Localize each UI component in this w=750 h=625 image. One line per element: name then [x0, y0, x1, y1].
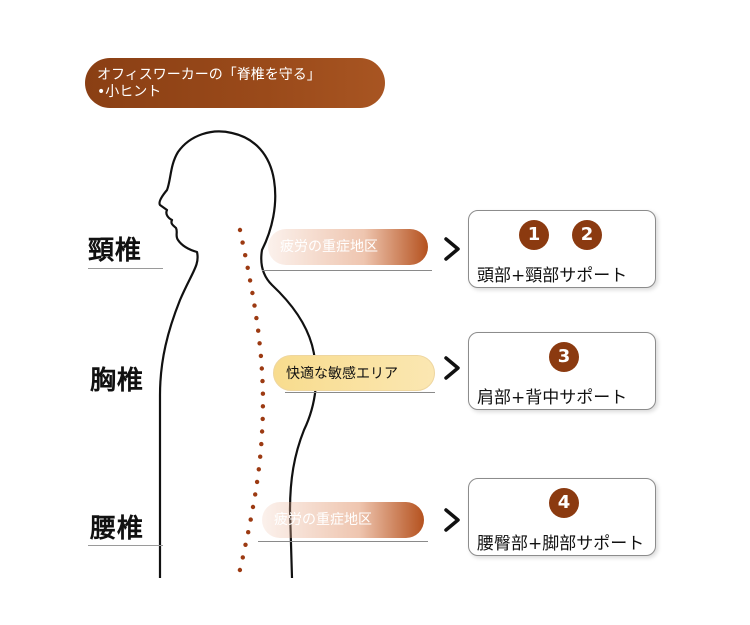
number-badge: 4	[549, 488, 579, 518]
zone-label-cervical: 疲労の重症地区	[280, 239, 378, 255]
support-box-lumbar: 4 腰臀部+脚部サポート	[468, 478, 656, 556]
zone-label-lumbar: 疲労の重症地区	[274, 512, 372, 528]
spine-label-thoracic: 胸椎	[90, 366, 145, 396]
zone-pill-thoracic: 快適な敏感エリア	[273, 355, 435, 391]
number-badge: 3	[549, 342, 579, 372]
spine-dot	[245, 265, 250, 270]
zone-line-cervical	[262, 270, 432, 271]
chevron-right-icon	[444, 356, 460, 380]
spine-dot	[243, 542, 248, 547]
support-text-lumbar: 腰臀部+脚部サポート	[477, 534, 645, 554]
chevron-right-icon	[444, 508, 460, 532]
zone-line-thoracic	[285, 392, 435, 393]
spine-label-lumbar: 腰椎	[90, 514, 145, 544]
spine-dots	[237, 227, 266, 573]
spine-dot	[259, 429, 265, 434]
spine-dot	[254, 315, 259, 321]
spine-dot	[240, 555, 245, 560]
title-line-1: オフィスワーカーの「脊椎を守る」	[97, 67, 321, 83]
spine-dot	[250, 504, 256, 510]
underline-lumbar	[88, 545, 163, 546]
spine-dot	[254, 479, 260, 485]
zone-pill-cervical: 疲労の重症地区	[268, 229, 428, 265]
spine-dot	[247, 278, 253, 283]
spine-dot	[260, 416, 265, 422]
spine-dot	[246, 530, 251, 535]
spine-dot	[240, 240, 245, 245]
support-text-cervical: 頭部+頸部サポート	[477, 266, 628, 286]
spine-dot	[257, 341, 262, 346]
spine-dot	[250, 290, 255, 296]
spine-dot	[252, 303, 257, 308]
zone-label-thoracic: 快適な敏感エリア	[286, 366, 398, 382]
support-box-cervical: 1 2 頭部+頸部サポート	[468, 210, 656, 288]
number-badge: 2	[572, 220, 602, 250]
spine-dot	[258, 454, 263, 459]
spine-dot	[258, 353, 264, 359]
zone-pill-lumbar: 疲労の重症地区	[262, 502, 424, 538]
spine-label-cervical: 頸椎	[88, 236, 143, 266]
spine-dot	[260, 391, 266, 396]
spine-dot	[259, 366, 264, 371]
spine-dot	[237, 567, 243, 573]
spine-dot	[260, 404, 266, 409]
spine-dot	[237, 227, 243, 233]
title-line-2: •小ヒント	[97, 84, 162, 100]
chevron-right-icon	[444, 237, 460, 261]
spine-dot	[243, 253, 248, 258]
spine-dot	[256, 467, 261, 472]
support-text-thoracic: 肩部+背中サポート	[477, 388, 628, 408]
zone-line-lumbar	[258, 541, 428, 542]
underline-cervical	[88, 268, 163, 269]
title-banner: オフィスワーカーの「脊椎を守る」 •小ヒント	[85, 58, 385, 108]
support-box-thoracic: 3 肩部+背中サポート	[468, 332, 656, 410]
spine-dot	[260, 378, 265, 384]
spine-dot	[256, 328, 261, 333]
spine-dot	[259, 441, 264, 447]
spine-dot	[253, 492, 258, 497]
number-badge: 1	[519, 220, 549, 250]
spine-dot	[248, 517, 253, 522]
